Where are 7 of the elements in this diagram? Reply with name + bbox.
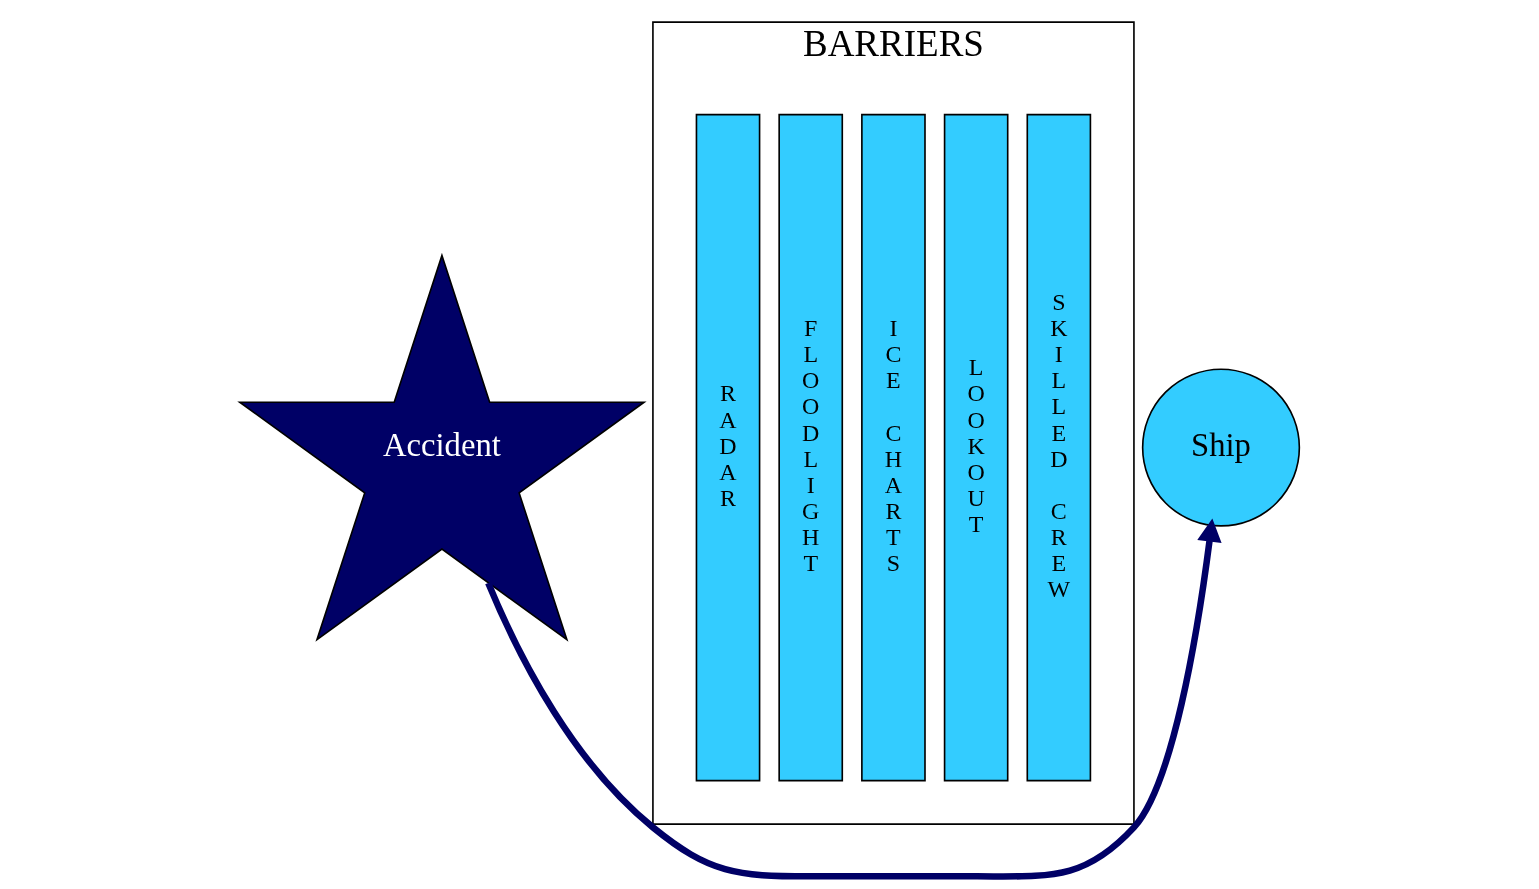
node-box: ICE CHARTS xyxy=(861,113,926,781)
node-box: FLOODLIGHT xyxy=(778,113,844,781)
node-box: SKILLED CREW xyxy=(1026,113,1092,781)
arrow xyxy=(485,517,1222,880)
node-circle: Ship xyxy=(1141,367,1301,527)
node-box: LOOKOUT xyxy=(943,113,1009,781)
node-box: RADAR xyxy=(695,113,761,781)
